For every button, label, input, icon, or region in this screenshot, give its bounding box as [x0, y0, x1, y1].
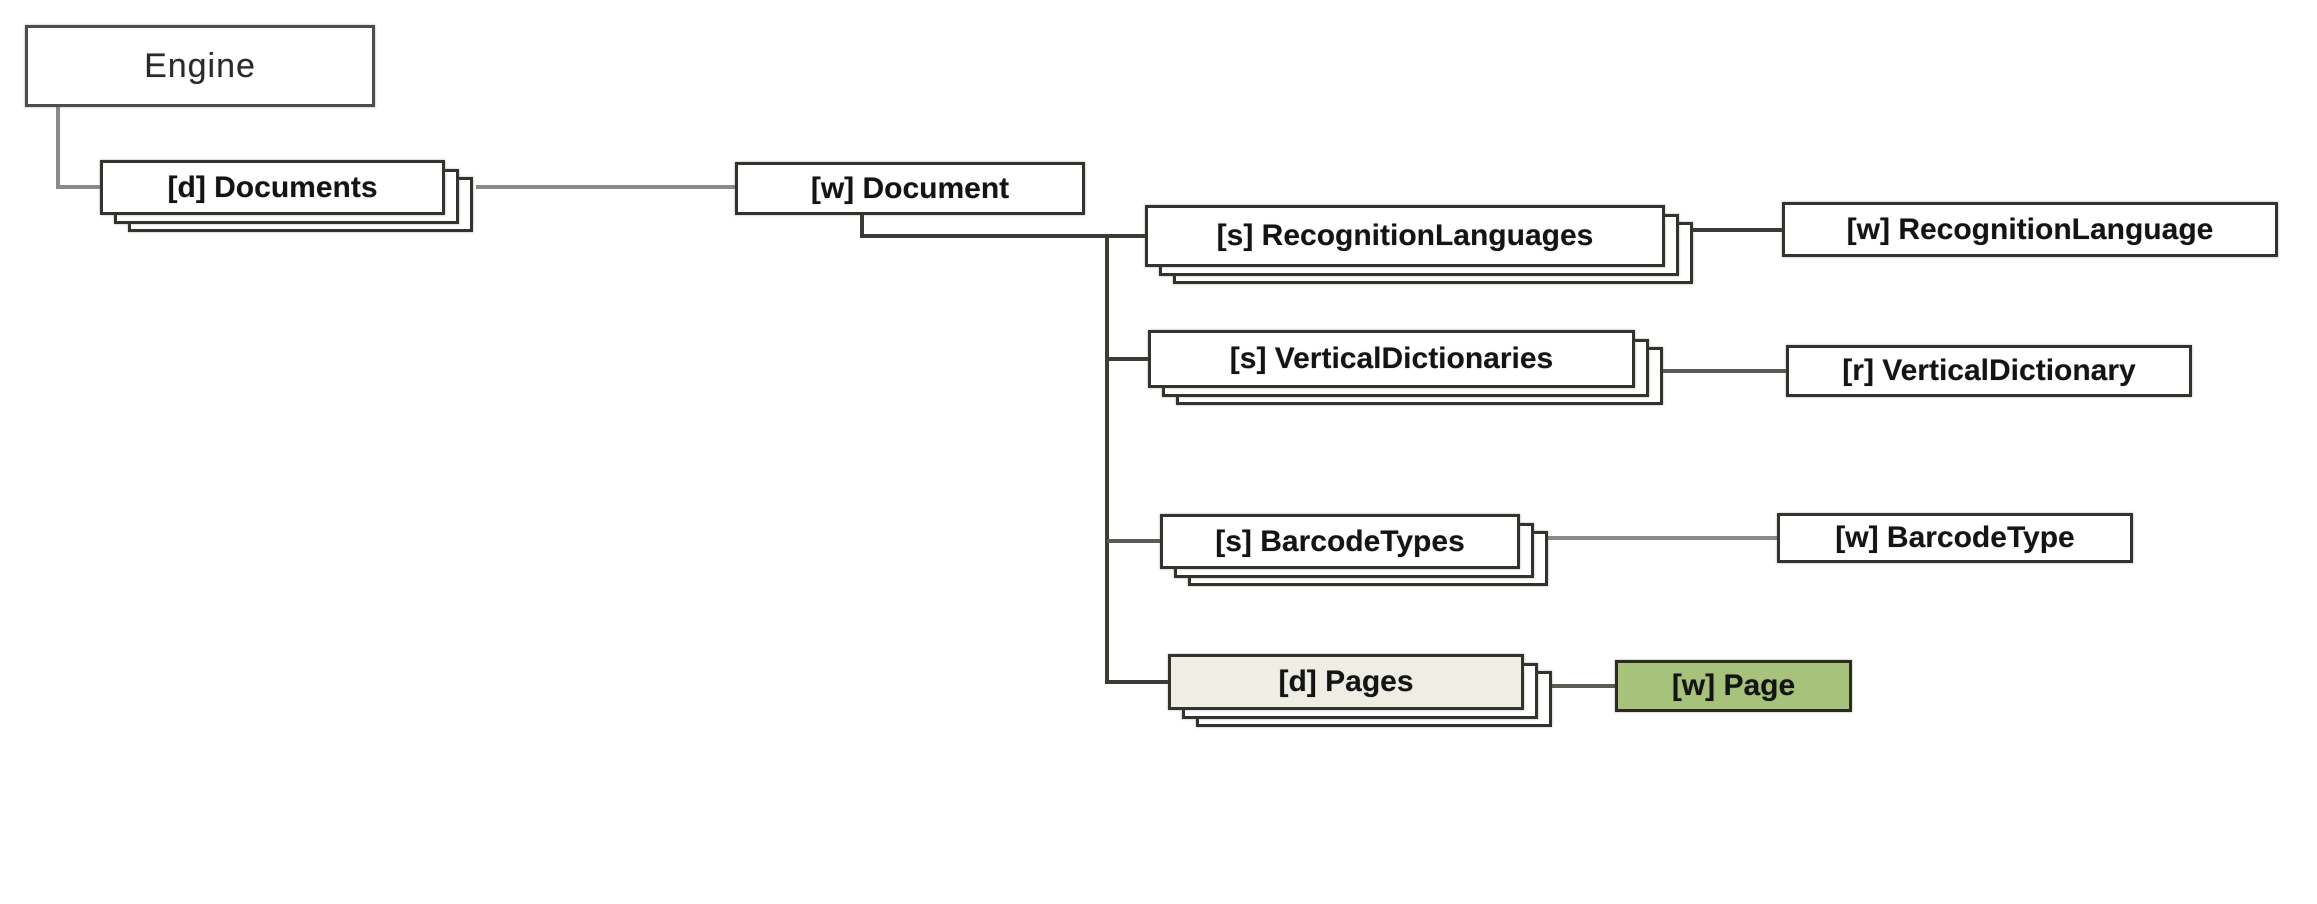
- node-document[interactable]: [w] Document: [735, 162, 1085, 215]
- node-barcode-types-face: [s] BarcodeTypes: [1160, 514, 1520, 569]
- node-documents-face: [d] Documents: [100, 160, 445, 215]
- node-barcode-types[interactable]: [s] BarcodeTypes: [1160, 514, 1548, 586]
- node-vertical-dictionary-face: [r] VerticalDictionary: [1786, 345, 2192, 397]
- node-documents[interactable]: [d] Documents: [100, 160, 473, 232]
- node-page-label: [w] Page: [1671, 669, 1796, 702]
- node-engine[interactable]: Engine: [25, 25, 375, 107]
- node-engine-face: Engine: [25, 25, 375, 107]
- node-pages-label: [d] Pages: [1278, 665, 1414, 698]
- node-vertical-dictionaries[interactable]: [s] VerticalDictionaries: [1148, 330, 1663, 405]
- node-vertical-dictionary[interactable]: [r] VerticalDictionary: [1786, 345, 2192, 397]
- node-pages-face: [d] Pages: [1168, 654, 1524, 710]
- node-recognition-languages-face: [s] RecognitionLanguages: [1145, 205, 1665, 267]
- node-pages[interactable]: [d] Pages: [1168, 654, 1552, 727]
- node-barcode-type-face: [w] BarcodeType: [1777, 513, 2133, 563]
- node-vertical-dictionaries-label: [s] VerticalDictionaries: [1229, 342, 1554, 375]
- edge-engine-documents: [56, 107, 100, 189]
- node-recognition-languages-label: [s] RecognitionLanguages: [1216, 219, 1594, 252]
- node-barcode-type[interactable]: [w] BarcodeType: [1777, 513, 2133, 563]
- edge-document-trunk-and-pages: [1105, 236, 1168, 684]
- node-recognition-language[interactable]: [w] RecognitionLanguage: [1782, 202, 2278, 257]
- node-page-face: [w] Page: [1615, 660, 1852, 712]
- node-vertical-dictionary-label: [r] VerticalDictionary: [1842, 354, 2136, 387]
- node-recognition-languages[interactable]: [s] RecognitionLanguages: [1145, 205, 1693, 284]
- node-document-label: [w] Document: [810, 171, 1010, 205]
- node-engine-label: Engine: [144, 46, 256, 85]
- node-recognition-language-label: [w] RecognitionLanguage: [1846, 212, 2214, 246]
- node-barcode-type-label: [w] BarcodeType: [1835, 521, 2075, 554]
- node-documents-label: [d] Documents: [167, 170, 378, 204]
- node-barcode-types-label: [s] BarcodeTypes: [1215, 524, 1465, 558]
- node-document-face: [w] Document: [735, 162, 1085, 215]
- edge-document-recognition-languages: [860, 215, 1145, 238]
- node-page[interactable]: [w] Page: [1615, 660, 1852, 712]
- node-vertical-dictionaries-face: [s] VerticalDictionaries: [1148, 330, 1635, 388]
- node-recognition-language-face: [w] RecognitionLanguage: [1782, 202, 2278, 257]
